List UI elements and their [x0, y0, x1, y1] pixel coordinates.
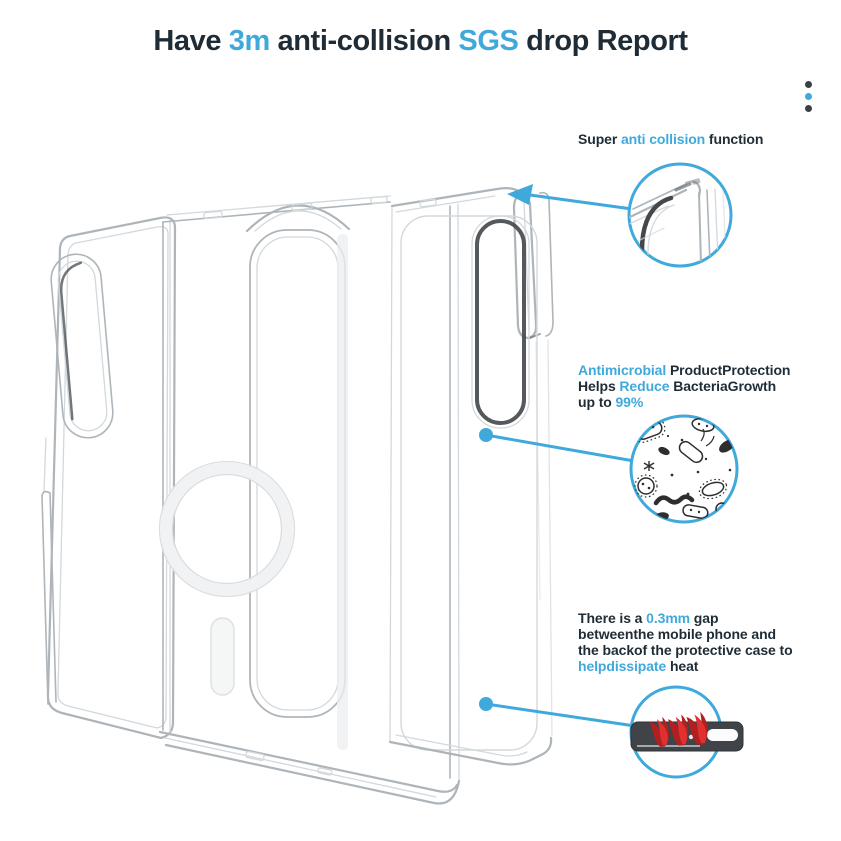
dot-icon [805, 81, 812, 88]
callout-line: up to 99% [578, 394, 790, 410]
clear-case-illustration [41, 187, 554, 805]
callout-line: Helps Reduce BacteriaGrowth [578, 378, 790, 394]
callout-dot [479, 428, 493, 442]
page-title: Have 3m anti-collision SGS drop Report [0, 25, 841, 58]
callout-text-anti-collision: Super anti collision function [578, 131, 763, 147]
hinge-tabs [203, 195, 437, 220]
flame-icon [649, 716, 669, 747]
text-segment-accent: anti collision [620, 131, 706, 147]
text-segment: Helps [578, 378, 620, 394]
callout-dot [479, 697, 493, 711]
detail-circle-antimicrobial [629, 414, 739, 524]
text-segment: ProductProtection [666, 362, 791, 378]
text-segment-accent: 0.3mm [646, 610, 691, 626]
case-middle-plate [158, 195, 461, 805]
text-segment: BacteriaGrowth [669, 378, 777, 394]
flame-icon [667, 714, 689, 746]
callout-line: Antimicrobial ProductProtection [578, 362, 790, 378]
magsafe-alignment-pill [210, 617, 235, 696]
dot-icon [805, 105, 812, 112]
detail-circle-heat [629, 685, 744, 779]
title-segment: drop Report [518, 25, 688, 57]
title-highlight-3m: 3m [228, 25, 271, 57]
heat-dissipation-icon [630, 711, 744, 752]
title-segment: Have [153, 25, 229, 57]
text-segment: heat [666, 658, 699, 674]
case-right-half [388, 187, 554, 766]
magsafe-ring [158, 460, 296, 696]
title-highlight-sgs: SGS [458, 25, 519, 57]
flame-icon [686, 711, 708, 745]
text-segment: gap [690, 610, 719, 626]
callout-line: There is a 0.3mm gap [578, 610, 793, 626]
camera-cutout-oval [475, 219, 526, 425]
title-segment: anti-collision [269, 25, 459, 57]
text-segment-accent: Antimicrobial [578, 362, 667, 378]
callout-text-heat-gap: There is a 0.3mm gap betweenthe mobile p… [578, 610, 793, 674]
text-segment: Super [578, 131, 621, 147]
page-dots-indicator [805, 81, 812, 112]
text-segment-accent: Reduce [619, 378, 670, 394]
text-segment-accent: helpdissipate [578, 658, 667, 674]
callout-arrow [507, 184, 533, 205]
detail-circle-anti-collision [627, 162, 733, 268]
callout-line: helpdissipate heat [578, 658, 793, 674]
text-segment: There is a [578, 610, 647, 626]
callout-line: betweenthe mobile phone and [578, 626, 776, 642]
case-left-half [41, 216, 177, 740]
callout-line: the backof the protective case to [578, 642, 793, 658]
text-segment: up to [578, 394, 616, 410]
callout-lines [479, 184, 636, 728]
dot-icon [805, 93, 812, 100]
callout-line: Super anti collision function [578, 131, 763, 147]
text-segment-accent: 99% [615, 394, 644, 410]
callout-text-antimicrobial: Antimicrobial ProductProtection Helps Re… [578, 362, 790, 410]
text-segment: function [705, 131, 764, 147]
